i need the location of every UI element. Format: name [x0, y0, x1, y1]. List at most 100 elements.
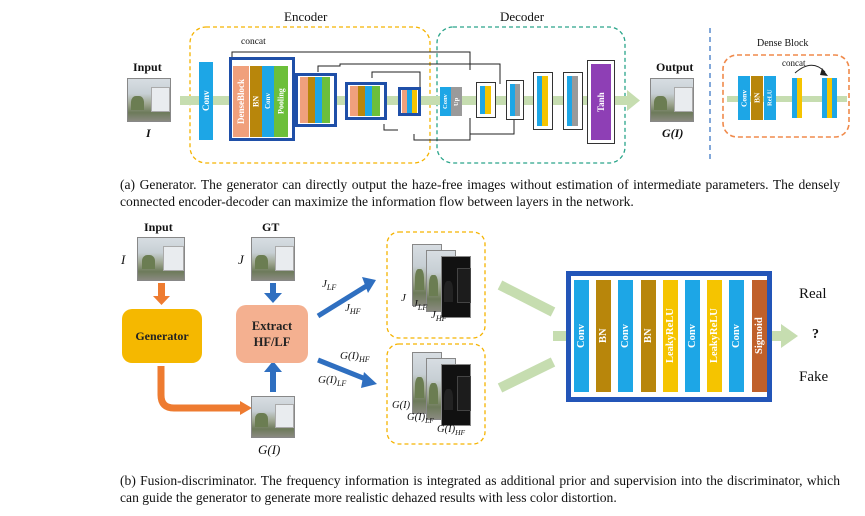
orange-arrow-2 — [157, 366, 240, 412]
decoder-label: Decoder — [500, 9, 545, 24]
label-gi-hf: G(I)HF — [340, 350, 370, 365]
disc-layer-conv-2: Conv — [618, 280, 634, 392]
output-symbol: G(I) — [662, 126, 684, 140]
g3-conv — [365, 86, 372, 116]
skip-line-3 — [371, 71, 421, 94]
stack-bottom-region — [386, 343, 486, 445]
dec2-b — [485, 86, 491, 114]
dense-block-region — [722, 54, 850, 138]
layer-denseblock: DenseBlock — [233, 66, 249, 137]
blue-arrow-gt — [270, 283, 276, 294]
skip-line-5 — [383, 124, 398, 131]
label-j-lf: JLF — [322, 278, 337, 293]
layer-tanh: Tanh — [591, 64, 611, 140]
skip-line-6 — [469, 118, 515, 135]
disc-layer-conv-5: Conv — [685, 280, 700, 392]
caption-a: (a) Generator. The generator can directl… — [120, 177, 840, 209]
blue-diag-up — [316, 282, 370, 319]
layer-bn: BN — [250, 66, 262, 137]
dense-block-title: Dense Block — [757, 38, 809, 49]
skip-line-1 — [231, 51, 471, 70]
layer-pooling: Pooling — [274, 66, 288, 137]
dec3-a — [510, 84, 515, 116]
gt-image — [251, 237, 295, 281]
gt-symbol: J — [238, 252, 244, 267]
fusion-input-symbol: I — [121, 252, 126, 267]
g4-a — [402, 90, 407, 113]
dense-out-b — [797, 78, 802, 118]
layer-conv-first: Conv — [199, 62, 213, 140]
blue-arrow-gi — [270, 370, 276, 392]
dense-out-e — [832, 78, 837, 118]
g2-conv — [315, 77, 322, 123]
g2-bn — [308, 77, 315, 123]
dense-relu: ReLU — [764, 76, 776, 120]
stack-bottom-gihf — [441, 364, 471, 426]
dec5-b — [572, 76, 578, 126]
g4-c — [412, 90, 417, 113]
disc-layer-leakyrelu-6: LeakyReLU — [707, 280, 723, 392]
gt-label: GT — [262, 220, 280, 234]
dec2-a — [480, 86, 485, 114]
dense-out-d — [827, 78, 832, 118]
stack-top-jhf — [441, 256, 471, 318]
label-gi-lf: G(I)LF — [318, 374, 347, 389]
gi-symbol: G(I) — [258, 442, 281, 457]
g3-denseblock — [350, 86, 358, 116]
dec-conv-1: Conv — [440, 87, 451, 116]
stack-top-region — [386, 231, 486, 339]
gi-image — [251, 396, 295, 438]
green-arrow-bottom — [497, 357, 556, 393]
dense-bn: BN — [751, 76, 763, 120]
output-label: Output — [656, 60, 694, 74]
dec5-a — [567, 76, 572, 126]
flow-arrowhead — [627, 90, 640, 111]
encoder-region — [189, 26, 431, 164]
g3-bn — [358, 86, 365, 116]
decoder-region — [436, 26, 626, 164]
dec4-a — [537, 76, 542, 126]
concat-label: concat — [241, 37, 266, 47]
disc-layer-sigmoid-8: Sigmoid — [751, 280, 767, 392]
layer-conv-2: Conv — [262, 66, 274, 137]
blue-diag-down — [317, 357, 369, 383]
stack-bottom-label-gi: G(I) — [392, 400, 411, 411]
input-symbol: I — [146, 126, 151, 140]
disc-flow-arrowhead — [781, 324, 798, 348]
stack-top-label-jlf: JLF — [413, 298, 428, 313]
dense-conv: Conv — [738, 76, 750, 120]
dense-out-a — [792, 78, 797, 118]
skip-line-2 — [317, 63, 501, 84]
disc-layer-leakyrelu-4: LeakyReLU — [662, 280, 678, 392]
label-j-hf: JHF — [345, 302, 361, 317]
orange-arrow-1 — [158, 283, 165, 297]
fake-label: Fake — [799, 369, 829, 385]
stack-top-label-j: J — [401, 292, 406, 304]
real-label: Real — [799, 286, 827, 302]
stack-bottom-label-gilf: G(I)LF — [407, 412, 434, 426]
dec-up-1: Up — [451, 87, 462, 116]
dec3-b — [515, 84, 520, 116]
g2-pool — [322, 77, 330, 123]
green-arrow-top — [497, 280, 556, 317]
output-image — [650, 78, 694, 122]
disc-layer-bn-3: BN — [640, 280, 656, 392]
stack-top-label-jhf: JHF — [431, 309, 447, 324]
skip-line-4 — [413, 134, 471, 141]
encoder-label: Encoder — [284, 9, 328, 24]
dense-out-c — [822, 78, 827, 118]
fusion-input-image — [137, 237, 185, 281]
caption-b: (b) Fusion-discriminator. The frequency … — [120, 473, 840, 505]
question-label: ? — [812, 327, 819, 342]
dense-concat-label: concat — [782, 58, 806, 68]
g2-denseblock — [300, 77, 308, 123]
g4-b — [407, 90, 412, 113]
input-flow-bar — [180, 96, 200, 105]
extract-box: Extract HF/LF — [236, 305, 308, 363]
input-image — [127, 78, 171, 122]
disc-layer-conv-0: Conv — [574, 280, 589, 392]
g3-pool — [372, 86, 380, 116]
disc-layer-bn-1: BN — [596, 280, 612, 392]
dec4-b — [542, 76, 548, 126]
disc-layer-conv-7: Conv — [729, 280, 745, 392]
